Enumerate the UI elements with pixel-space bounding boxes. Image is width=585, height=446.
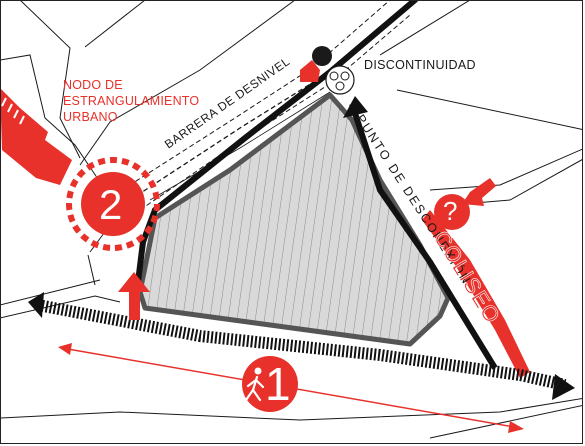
- street-edge-east-1: [396, 89, 583, 131]
- street-edge-west-1: [1, 54, 101, 183]
- walk-number: 1: [265, 358, 291, 410]
- arrow-icon: [300, 60, 320, 82]
- street-edge-west-3: [87, 254, 96, 286]
- arrow-icon: [1, 89, 72, 185]
- arrows: [1, 60, 496, 320]
- main-avenue: [28, 292, 575, 400]
- discontinuity-label: DISCONTINUIDAD: [364, 58, 476, 72]
- arrow-icon: [343, 96, 368, 118]
- arrow-icon: [462, 178, 496, 206]
- node-title-line-2: ESTRANGULAMIENTO: [63, 94, 200, 108]
- unknown-glyph: ?: [443, 196, 458, 226]
- node-title-line-1: NODO DE: [63, 78, 123, 92]
- node-arrow-stripes: [1, 97, 25, 125]
- street-edge-southwest-1: [1, 279, 101, 306]
- disconnection-line: [349, 103, 498, 370]
- arrow-icon: [118, 272, 150, 320]
- street-edge-northwest: [84, 1, 145, 48]
- street-edge-south-2: [429, 404, 583, 439]
- street-edge-north-1: [79, 1, 295, 166]
- node-number: 2: [99, 181, 123, 228]
- pedestrian-icon: [244, 367, 265, 402]
- coliseum-band: [422, 210, 530, 378]
- street-edge-northeast: [379, 1, 470, 56]
- walk-marker: [242, 356, 298, 412]
- tree-icon: [325, 65, 355, 95]
- elevated-road: [121, 1, 411, 211]
- street-edge-south-1: [1, 397, 583, 421]
- street-edge-west-2: [20, 1, 81, 159]
- discontinuity-icons: [312, 46, 355, 95]
- node-marker: [66, 157, 160, 251]
- unknown-marker: [434, 194, 470, 230]
- street-edge-east-2: [429, 148, 583, 191]
- barrier-line: [134, 1, 418, 293]
- node-title-line-3: URBANO: [63, 110, 118, 124]
- street-edge-southwest-2: [1, 295, 121, 319]
